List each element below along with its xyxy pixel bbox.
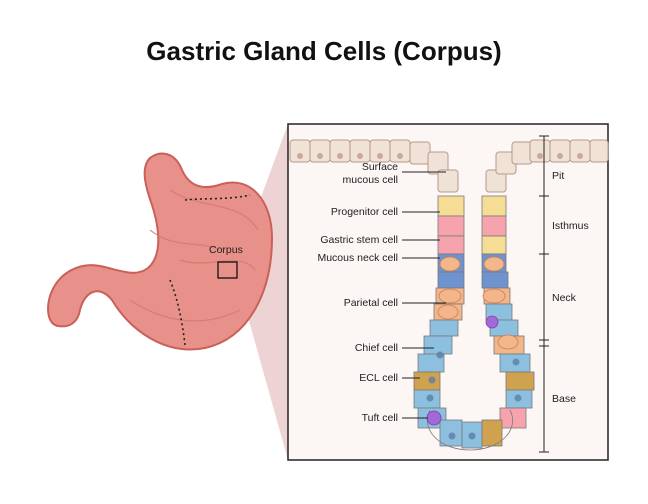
region-labels: Pit Isthmus Neck Base <box>552 170 589 405</box>
label-mucous-neck: Mucous neck cell <box>317 252 398 264</box>
label-progenitor: Progenitor cell <box>331 206 398 218</box>
region-neck: Neck <box>552 292 577 304</box>
region-bracket <box>539 135 549 453</box>
label-surface-2: mucous cell <box>343 174 398 186</box>
label-stem: Gastric stem cell <box>320 234 398 246</box>
surface-epithelium <box>289 139 609 193</box>
corpus-label: Corpus <box>209 244 243 256</box>
label-chief: Chief cell <box>355 342 398 354</box>
label-parietal: Parietal cell <box>344 297 398 309</box>
region-base: Base <box>552 393 576 405</box>
region-isthmus: Isthmus <box>552 220 589 232</box>
cell-labels: Surface mucous cell Progenitor cell Gast… <box>317 161 398 424</box>
label-tuft: Tuft cell <box>362 412 398 424</box>
corpus-zoom-box <box>217 261 238 279</box>
label-surface-1: Surface <box>362 161 398 173</box>
parietal-cells <box>437 256 519 350</box>
label-ecl: ECL cell <box>359 372 398 384</box>
figure-title: Gastric Gland Cells (Corpus) <box>146 36 502 66</box>
region-pit: Pit <box>552 170 564 182</box>
stomach: Corpus <box>47 152 274 351</box>
gland-base <box>427 409 513 451</box>
